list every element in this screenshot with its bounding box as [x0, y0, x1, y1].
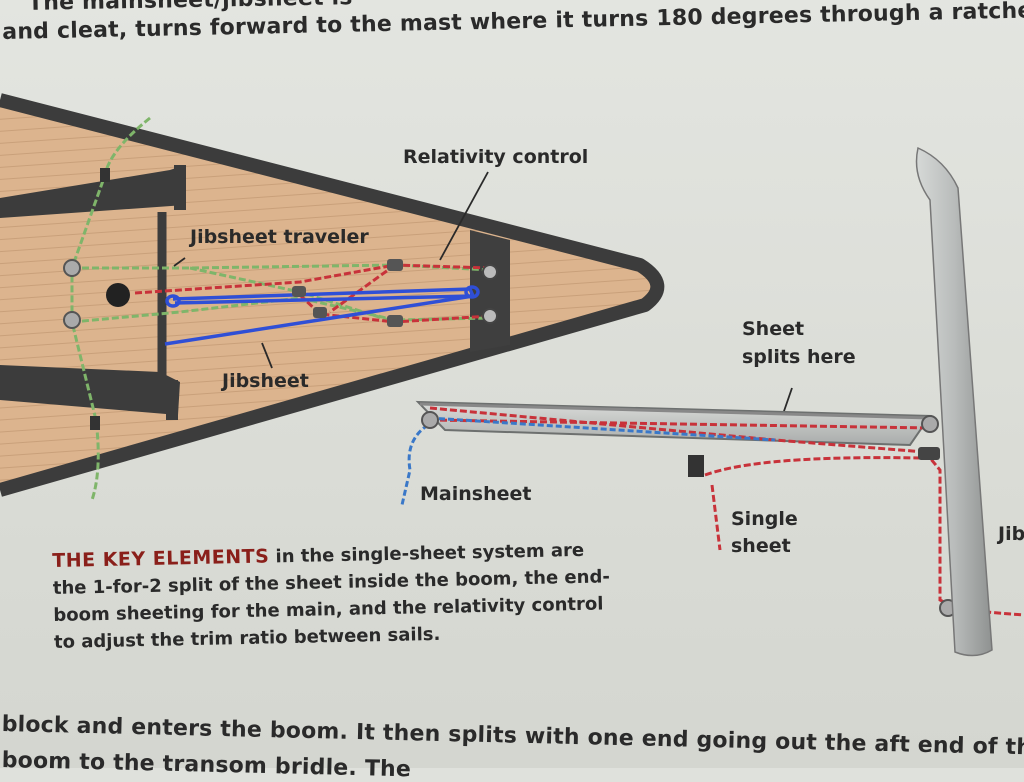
label-sheet-single: sheet	[731, 535, 791, 557]
label-jibsheet: Jibsheet	[220, 370, 309, 392]
blue-jibsheet-line	[164, 285, 480, 346]
caption-heading: THE KEY ELEMENTS	[52, 545, 270, 572]
label-jibsheet-traveler: Jibsheet traveler	[188, 226, 369, 248]
label-mainsheet: Mainsheet	[420, 483, 531, 505]
label-jib-cut: Jib	[996, 523, 1024, 545]
blue-mainsheet-boom	[400, 416, 776, 506]
label-single: Single	[731, 508, 798, 530]
red-sheet-lines-deck	[134, 263, 491, 324]
label-relativity-control: Relativity control	[403, 146, 588, 168]
label-splits-here: splits here	[742, 346, 856, 368]
label-sheet: Sheet	[742, 318, 804, 340]
key-elements-caption: THE KEY ELEMENTS in the single-sheet sys…	[52, 536, 614, 656]
deck-blocks	[63, 168, 498, 430]
mast	[915, 146, 993, 657]
